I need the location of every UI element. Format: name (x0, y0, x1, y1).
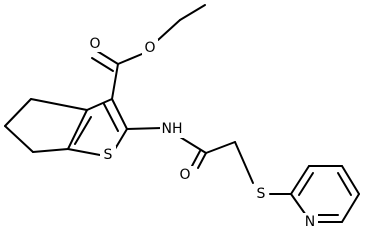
bond-co-double-a (197, 152, 207, 169)
bond-s-c7a (67, 148, 101, 156)
atom-labels: O O NH S O S N (87, 35, 318, 230)
bond-py-c2-c3-b (298, 172, 314, 196)
atom-o-amide: O (177, 166, 193, 183)
bond-ch2-s (234, 141, 254, 184)
bond-co-ch2 (205, 141, 236, 154)
bond-c3-c3a (86, 98, 113, 111)
bond-py-c5-c6 (341, 193, 360, 223)
bond-py-c4-c5-a (341, 165, 360, 195)
atom-s-thiophene: S (100, 146, 116, 163)
bond-c5-c6 (4, 125, 34, 153)
atom-nh: NH (160, 120, 185, 138)
bond-carbonyl-double-b (91, 57, 114, 72)
bond-o-carbonyl (117, 53, 143, 65)
atom-label-o-amide: O (179, 167, 190, 183)
bond-c4-c5 (4, 98, 32, 127)
bond-c3a-c4 (30, 98, 88, 111)
bond-c7a-c3a-b (74, 116, 92, 145)
atom-s-thioether: S (253, 185, 269, 202)
atom-n-pyridine: N (302, 213, 318, 230)
atom-label-nh: NH (162, 121, 183, 137)
atom-label-s-thiophene: S (104, 147, 113, 163)
bond-c6-c7a (32, 148, 69, 153)
bond-py-c4-c5-b (337, 172, 352, 196)
bond-c3-c2-double-b (103, 103, 119, 132)
atom-label-o-ester-single: O (144, 40, 155, 56)
atom-label-n-pyridine: N (305, 214, 315, 230)
bond-c7a-c3a-a (67, 109, 88, 150)
bond-py-c2-c3-a (290, 165, 310, 195)
bond-c2-nh (126, 127, 163, 130)
atom-o-ester-double: O (87, 35, 103, 52)
atom-label-s-thioether: S (257, 186, 266, 202)
bond-ch3-ch2 (179, 4, 206, 21)
bond-c3-c2-double-a (111, 98, 128, 130)
bond-carbonyl-double-a (96, 50, 119, 65)
bond-nh-co (179, 136, 207, 154)
bond-c2-s (114, 128, 128, 150)
bond-carbonyl-c3 (111, 63, 119, 100)
atom-label-o-ester-double: O (89, 36, 100, 52)
bonds (4, 4, 360, 223)
atom-o-ester-single: O (142, 39, 158, 56)
bond-ch2-o (157, 19, 181, 41)
bond-co-double-b (191, 150, 201, 167)
